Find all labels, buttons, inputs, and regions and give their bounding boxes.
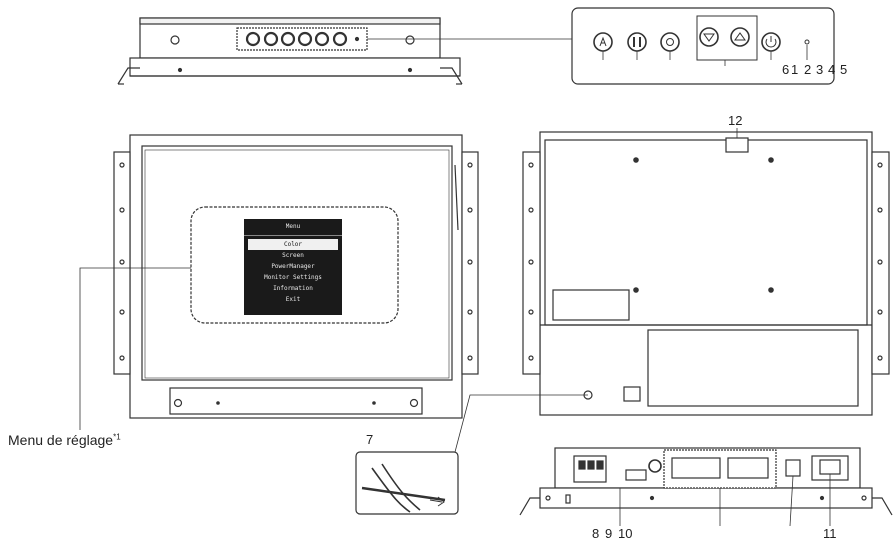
rear-view-monitor	[522, 128, 890, 416]
menu-caption-text: Menu de réglage	[8, 432, 114, 448]
callout-5: 5	[840, 62, 848, 77]
menu-leader	[79, 267, 191, 430]
osd-menu-item-color[interactable]: Color	[248, 239, 338, 250]
menu-caption: Menu de réglage*1	[8, 432, 121, 448]
callout-4: 4	[828, 62, 836, 77]
top-view-monitor	[117, 17, 463, 85]
osd-menu-item-screen[interactable]: Screen	[282, 252, 304, 259]
connector-panel-view	[519, 447, 893, 527]
menu-caption-note: *1	[113, 432, 121, 442]
callout-10: 10	[618, 526, 633, 541]
osd-menu-item-monitor-settings[interactable]: Monitor Settings	[264, 274, 322, 281]
osd-menu-list: Color Screen PowerManager Monitor Settin…	[244, 236, 342, 305]
callout-6: 6	[782, 62, 790, 77]
callout-12: 12	[728, 113, 743, 128]
callout-8: 8	[592, 526, 600, 541]
osd-menu: Menu Color Screen PowerManager Monitor S…	[244, 219, 342, 315]
callout-9: 9	[605, 526, 613, 541]
button-panel-zoom	[571, 7, 835, 85]
callout-11: 11	[823, 526, 837, 541]
cable-clamp-detail	[355, 451, 459, 515]
callout-3: 3	[816, 62, 824, 77]
osd-menu-item-information[interactable]: Information	[273, 285, 313, 292]
callout-1: 1	[791, 62, 799, 77]
clamp-leader	[454, 394, 588, 453]
osd-menu-item-exit[interactable]: Exit	[285, 296, 301, 303]
callout-7: 7	[366, 432, 374, 447]
osd-menu-title: Menu	[244, 219, 342, 236]
osd-menu-item-powermanager[interactable]: PowerManager	[271, 263, 315, 270]
callout-2: 2	[804, 62, 812, 77]
